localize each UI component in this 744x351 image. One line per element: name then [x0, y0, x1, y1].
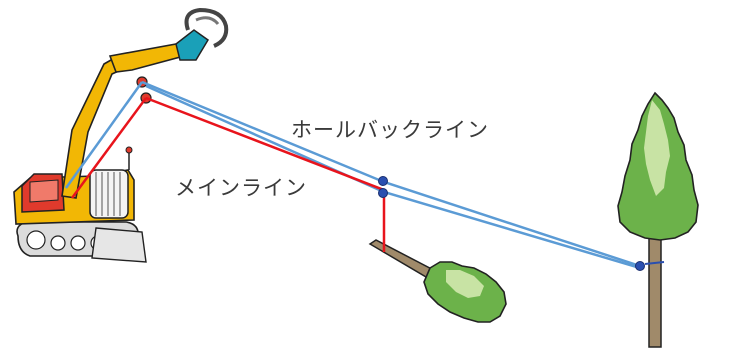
pulley-block-icon — [378, 176, 645, 271]
excavator-icon — [13, 43, 186, 263]
anchor-strap-icon — [644, 261, 665, 265]
standing-tree-icon — [617, 91, 699, 348]
holdback-line-label: ホールバックライン — [291, 118, 489, 142]
main-line-cable — [70, 96, 386, 252]
holdback-line-cable — [64, 80, 641, 270]
main-line-label: メインライン — [175, 176, 307, 200]
grapple-icon — [175, 7, 229, 61]
felled-tree-icon — [368, 239, 507, 323]
